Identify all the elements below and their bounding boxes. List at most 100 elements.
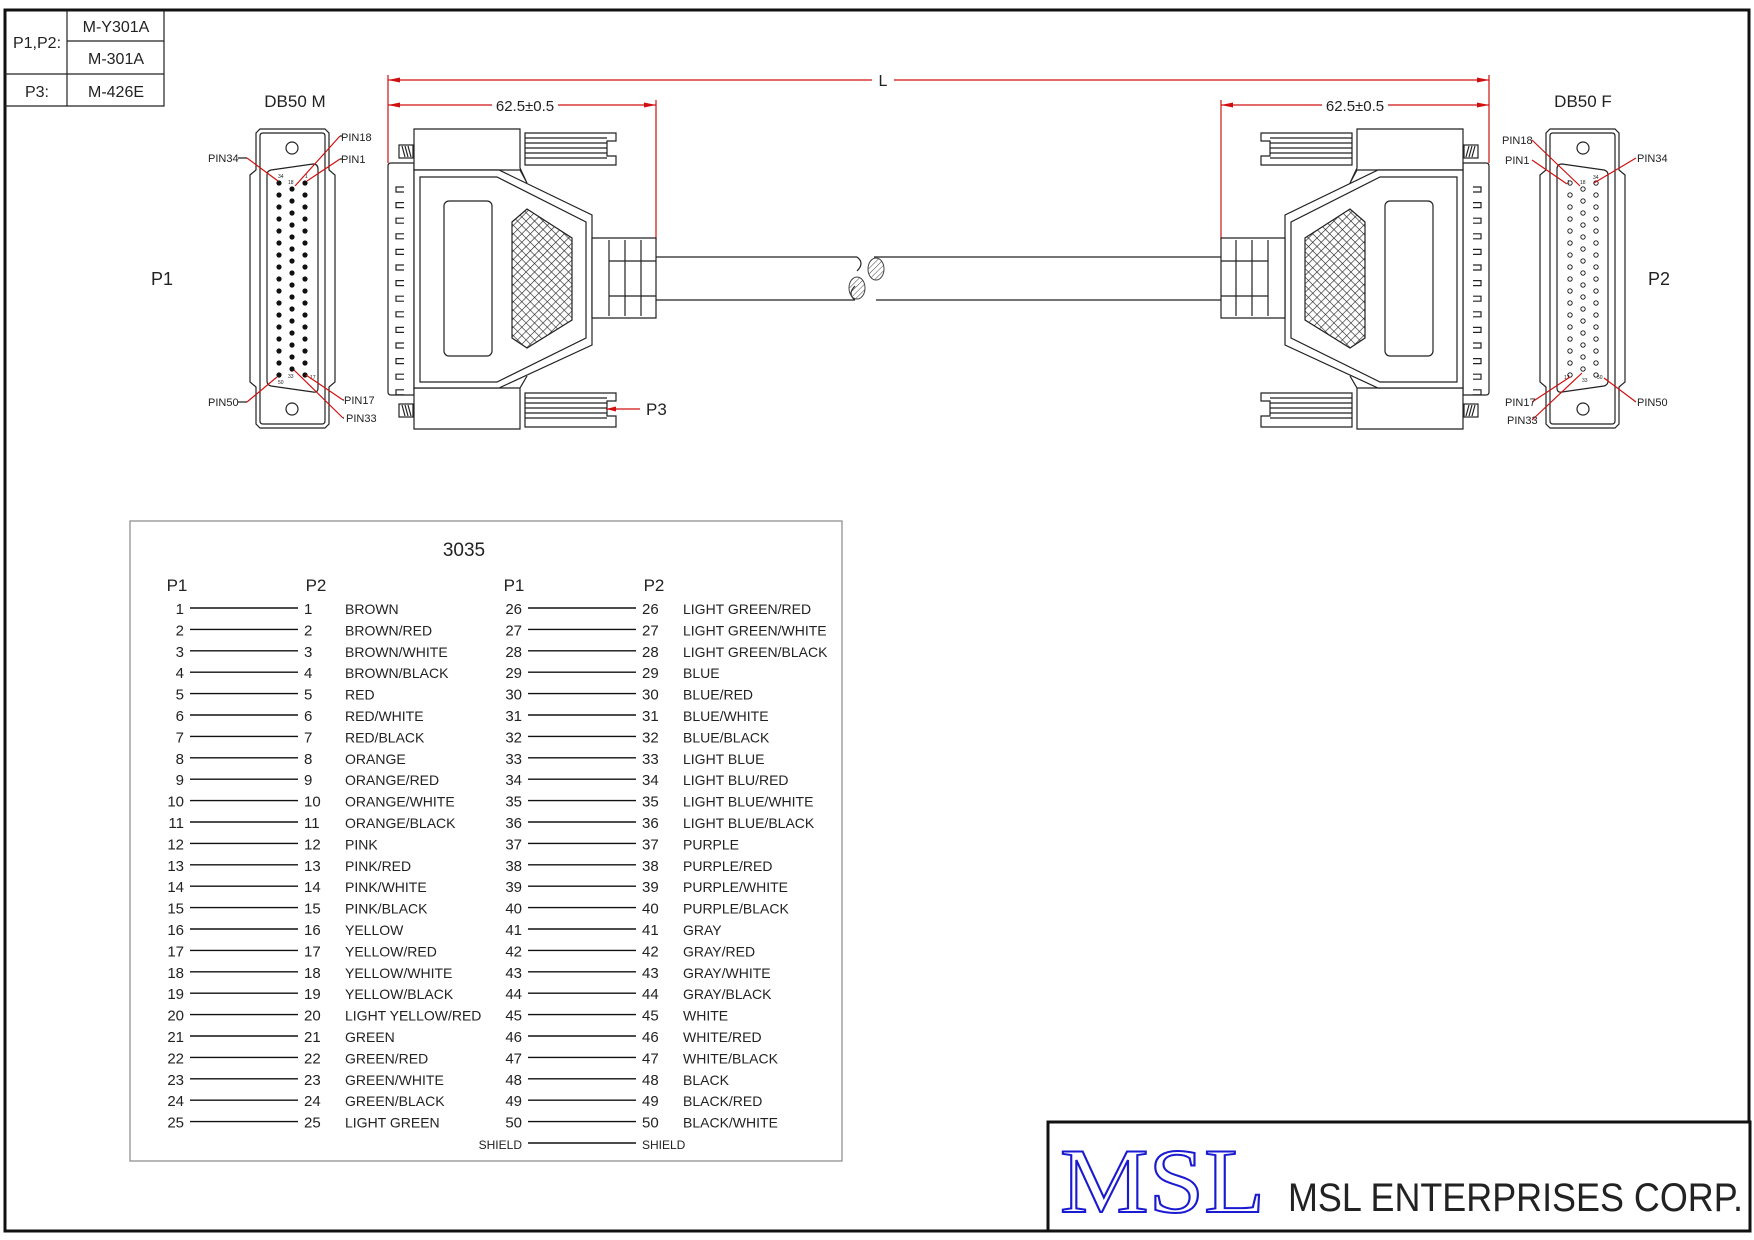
p2-pin: 23 bbox=[304, 1072, 321, 1089]
wire-color: WHITE/RED bbox=[683, 1029, 762, 1045]
pin bbox=[289, 366, 295, 372]
pin bbox=[276, 324, 282, 330]
pin bbox=[302, 360, 308, 366]
p1-pin: 49 bbox=[505, 1093, 522, 1110]
face-number: 34 bbox=[1593, 175, 1599, 181]
face-number: 50 bbox=[1597, 375, 1603, 381]
pin bbox=[1580, 270, 1586, 276]
p1-pin: 34 bbox=[505, 772, 522, 789]
wire-color: BLUE/BLACK bbox=[683, 729, 770, 745]
p2-pin: 21 bbox=[304, 1029, 321, 1046]
pin bbox=[289, 198, 295, 204]
pin bbox=[276, 300, 282, 306]
wire-color: GREEN/WHITE bbox=[345, 1072, 444, 1088]
pin bbox=[289, 246, 295, 252]
p1-pin: 47 bbox=[505, 1050, 522, 1067]
p1-pin: 13 bbox=[167, 858, 184, 875]
pin bbox=[276, 312, 282, 318]
wire-color: GRAY/RED bbox=[683, 943, 755, 959]
p2-pin: 35 bbox=[642, 794, 659, 811]
left-connector-title: DB50 M bbox=[264, 92, 325, 111]
pin bbox=[276, 360, 282, 366]
pin bbox=[1580, 258, 1586, 264]
p3-callout: P3 bbox=[606, 400, 667, 419]
p1-pin: 30 bbox=[505, 687, 522, 704]
wire-color: YELLOW/WHITE bbox=[345, 965, 452, 981]
p2-pin: 18 bbox=[304, 965, 321, 982]
p2-pin: 3 bbox=[304, 644, 312, 661]
p2-pin: 31 bbox=[642, 708, 659, 725]
p1-pin: 7 bbox=[176, 729, 184, 746]
p2-pin: 12 bbox=[304, 836, 321, 853]
pin bbox=[1593, 336, 1599, 342]
p2-pin: 28 bbox=[642, 644, 659, 661]
p2-pin: 49 bbox=[642, 1093, 659, 1110]
p1-pin: 35 bbox=[505, 794, 522, 811]
pin bbox=[302, 264, 308, 270]
p2-pin: 44 bbox=[642, 986, 659, 1003]
p2-pin: 34 bbox=[642, 772, 659, 789]
p2-pin: 43 bbox=[642, 965, 659, 982]
p1-pin: 38 bbox=[505, 858, 522, 875]
pin bbox=[276, 192, 282, 198]
pin bbox=[1593, 288, 1599, 294]
pin bbox=[302, 240, 308, 246]
p1-pin: 18 bbox=[167, 965, 184, 982]
p1-pin: 29 bbox=[505, 665, 522, 682]
pin bbox=[1593, 204, 1599, 210]
wire-color: PURPLE/BLACK bbox=[683, 901, 789, 917]
dimension-lines: L 62.5±0.5 62.5±0.5 bbox=[387, 70, 1490, 240]
p1-pin: 37 bbox=[505, 836, 522, 853]
pin bbox=[302, 276, 308, 282]
p2-pin: 5 bbox=[304, 687, 312, 704]
right-connector-title: DB50 F bbox=[1554, 92, 1612, 111]
p1-pin: 21 bbox=[167, 1029, 184, 1046]
pin bbox=[1593, 192, 1599, 198]
pin bbox=[1593, 348, 1599, 354]
pin bbox=[1580, 222, 1586, 228]
p1-pin: 45 bbox=[505, 1008, 522, 1025]
pin bbox=[276, 348, 282, 354]
pin bbox=[289, 270, 295, 276]
p2-pin: 1 bbox=[304, 601, 312, 618]
wire-color: BROWN/BLACK bbox=[345, 665, 449, 681]
db50-female-face: DB50 F P2 1 18 34 17 33 50 PIN18 PIN1 PI… bbox=[1502, 92, 1670, 429]
p1-pin: 8 bbox=[176, 751, 184, 768]
pin-label: PIN17 bbox=[344, 395, 375, 407]
header-p1: P1 bbox=[167, 576, 188, 595]
pin bbox=[276, 336, 282, 342]
face-number: 34 bbox=[278, 174, 284, 180]
pin bbox=[276, 216, 282, 222]
pin bbox=[302, 348, 308, 354]
p2-pin: 29 bbox=[642, 665, 659, 682]
pin bbox=[1567, 288, 1573, 294]
p1p2-label: P1,P2: bbox=[13, 35, 61, 52]
face-number: 17 bbox=[310, 375, 316, 381]
wire-color: ORANGE/RED bbox=[345, 772, 439, 788]
p1-pin: 50 bbox=[505, 1115, 522, 1132]
p2-pin: 37 bbox=[642, 836, 659, 853]
p2-pin: 13 bbox=[304, 858, 321, 875]
wire-color: BLUE/WHITE bbox=[683, 708, 769, 724]
pin bbox=[289, 306, 295, 312]
pin bbox=[1567, 360, 1573, 366]
wire-color: GREEN bbox=[345, 1029, 395, 1045]
wire-color: BLACK/RED bbox=[683, 1093, 762, 1109]
wire-color: BLUE bbox=[683, 665, 720, 681]
